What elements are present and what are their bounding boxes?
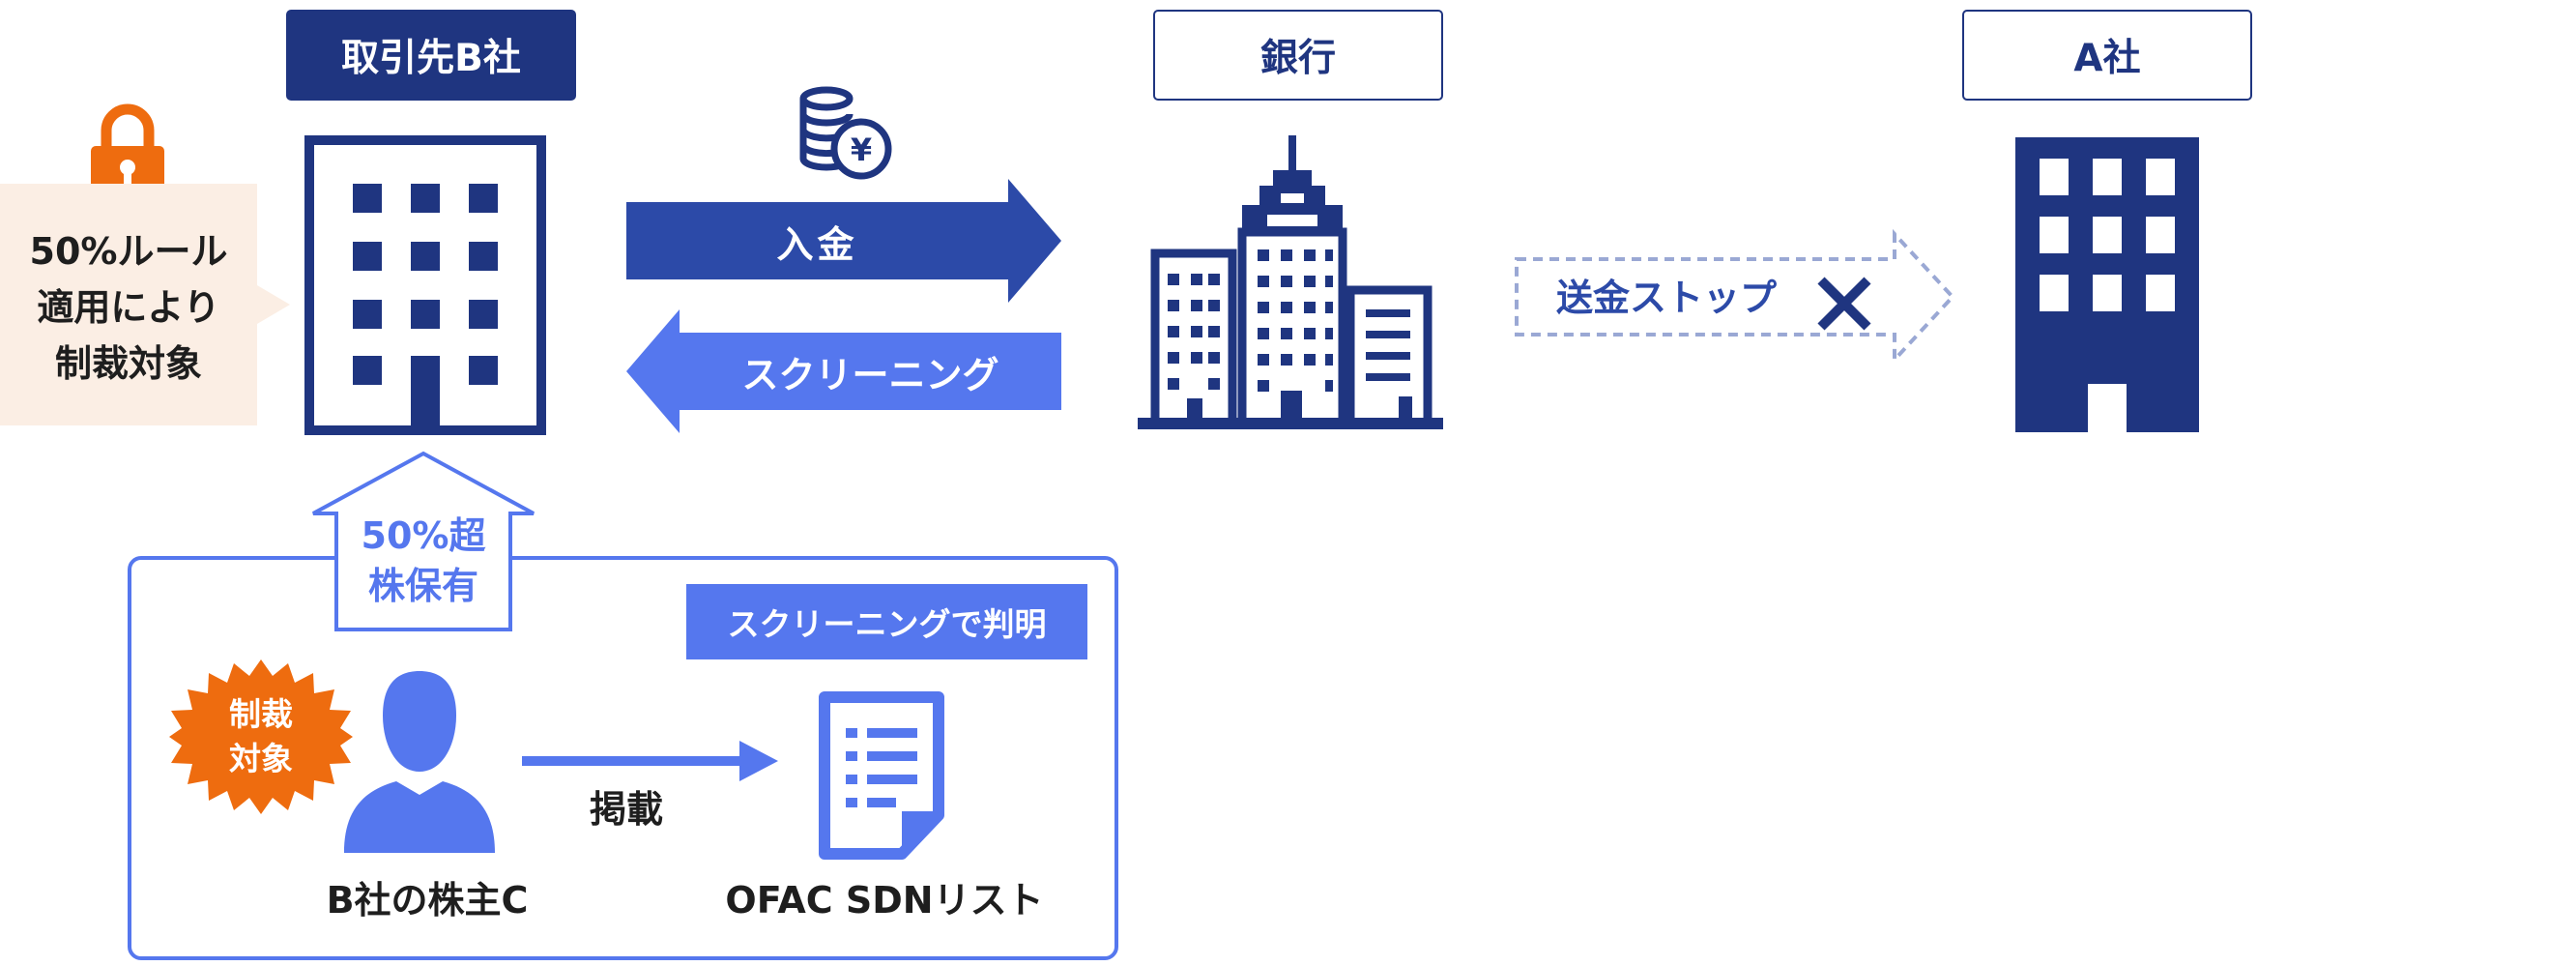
ownership-line-1: 50%超	[361, 514, 486, 557]
company-b-building-icon	[304, 135, 546, 435]
ownership-label: 50%超 株保有	[336, 508, 510, 614]
transfer-stop-arrow	[1515, 228, 1955, 366]
coins-icon: ¥	[799, 86, 892, 180]
bank-label: 銀行	[1153, 10, 1443, 101]
rule-line-3: 制裁対象	[54, 341, 202, 385]
sanction-line-2: 対象	[229, 740, 293, 777]
bank-building-icon	[1138, 135, 1443, 429]
rule-line-2: 適用により	[37, 285, 220, 329]
company-a-label: A社	[1962, 10, 2252, 101]
rule-callout-text: 50%ルール 適用により 制裁対象	[0, 222, 257, 392]
sanction-badge-text: 制裁 対象	[198, 688, 324, 785]
listed-arrow	[522, 741, 778, 781]
document-icon	[819, 691, 944, 860]
detail-box	[128, 556, 1118, 960]
shareholder-label: B社の株主C	[326, 879, 529, 922]
screening-found-tag: スクリーニングで判明	[686, 584, 1087, 659]
transfer-stop-label: 送金ストップ	[1556, 277, 1778, 319]
company-a-building-icon	[2015, 137, 2199, 432]
screening-arrow-label: スクリーニング	[741, 353, 999, 396]
deposit-arrow-label: 入金	[776, 222, 858, 266]
stop-cross-icon	[1817, 277, 1871, 331]
svg-text:¥: ¥	[851, 132, 872, 168]
ownership-line-2: 株保有	[367, 565, 478, 607]
rule-callout-shape	[0, 184, 290, 425]
deposit-arrow	[626, 179, 1061, 303]
sdn-list-label: OFAC SDNリスト	[725, 879, 1044, 922]
listed-label: 掲載	[590, 788, 664, 831]
sanction-line-1: 制裁	[229, 695, 293, 733]
ownership-arrow	[312, 451, 535, 631]
screening-arrow	[626, 309, 1061, 433]
person-icon	[344, 671, 495, 853]
sanction-starburst	[169, 659, 353, 814]
company-b-label: 取引先B社	[286, 10, 576, 101]
rule-line-1: 50%ルール	[29, 229, 228, 273]
